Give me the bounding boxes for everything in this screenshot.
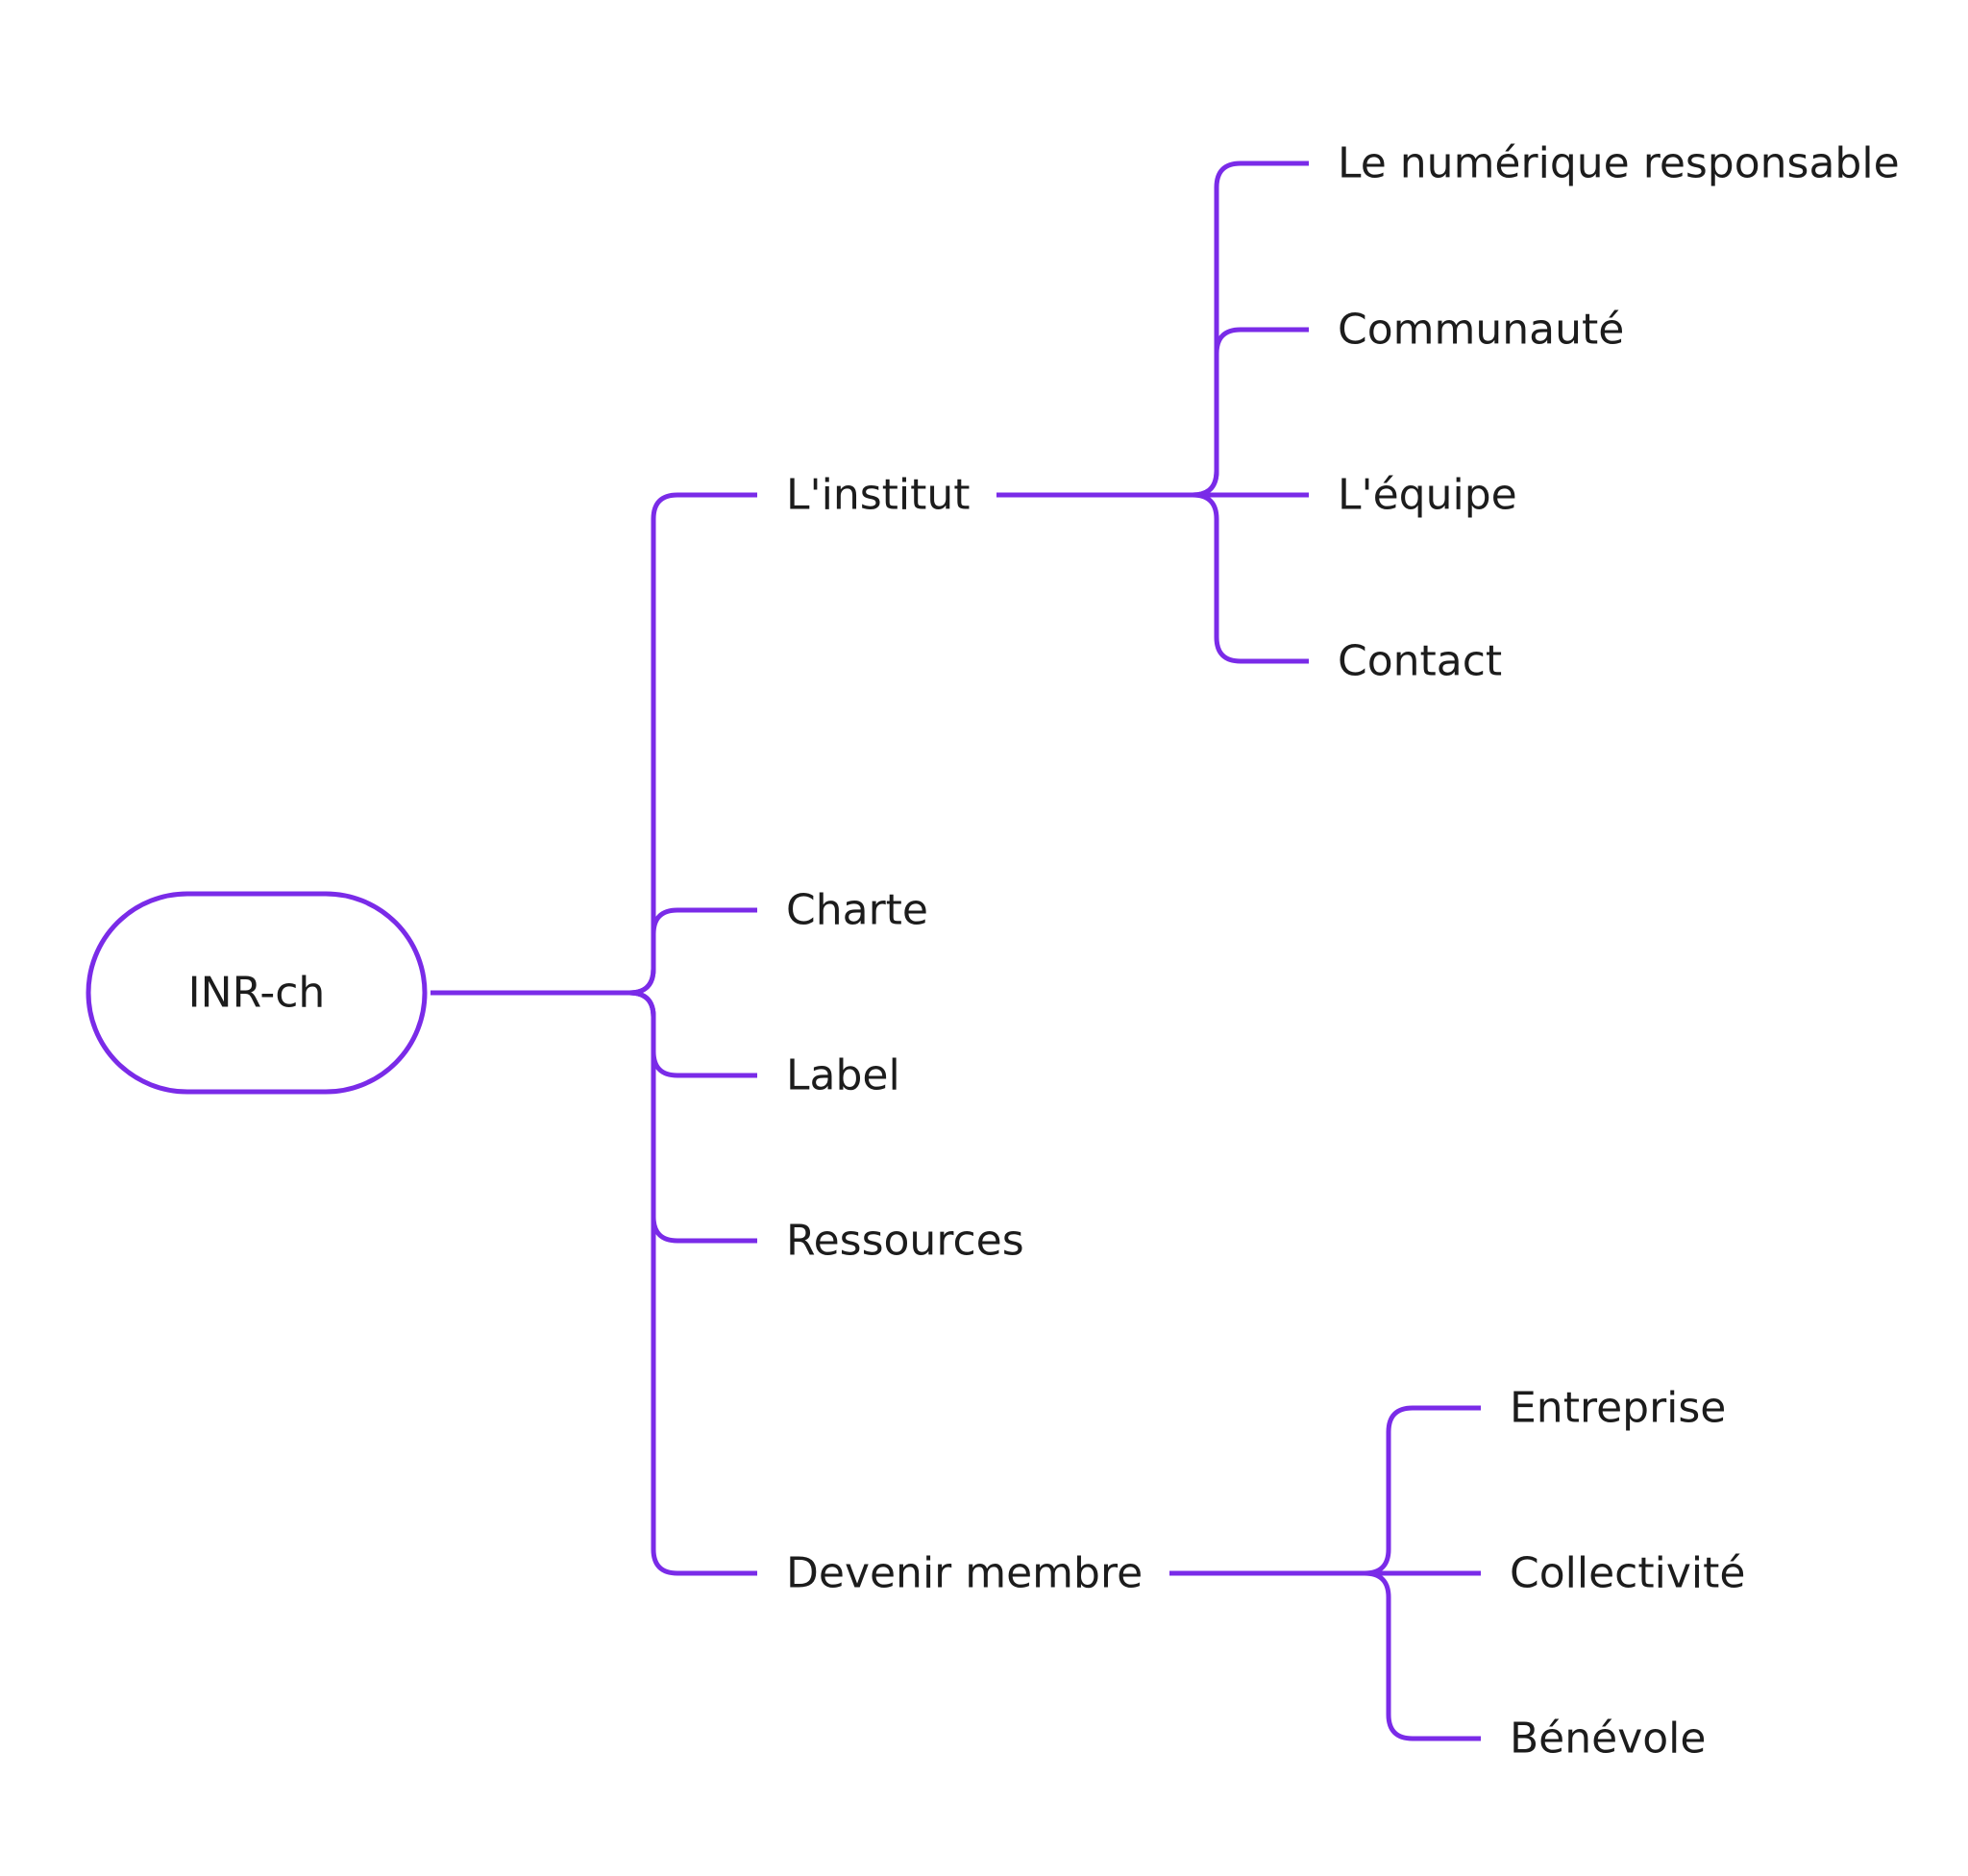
root-node[interactable]: INR-ch: [86, 891, 428, 1095]
connector-root-to-linstitut: [628, 492, 757, 996]
linstitut-children: Le numérique responsable Communauté L'éq…: [1338, 139, 1900, 686]
node-contact[interactable]: Contact: [1338, 637, 1502, 686]
connector-linstitut-to-communaute: [1192, 327, 1309, 498]
connector-root-to-ressources: [628, 990, 757, 1244]
node-devenir-membre[interactable]: Devenir membre: [786, 1549, 1143, 1598]
root-node-label: INR-ch: [188, 969, 326, 1018]
connector-linstitut-to-contact: [1192, 492, 1309, 664]
node-lequipe[interactable]: L'équipe: [1338, 471, 1517, 520]
node-communaute[interactable]: Communauté: [1338, 306, 1624, 355]
node-linstitut[interactable]: L'institut: [786, 471, 971, 520]
connectors: [430, 160, 1481, 1741]
node-entreprise[interactable]: Entreprise: [1510, 1384, 1726, 1433]
node-collectivite[interactable]: Collectivité: [1510, 1549, 1745, 1598]
devenir-membre-children: Entreprise Collectivité Bénévole: [1510, 1384, 1745, 1764]
connector-root-to-charte: [628, 907, 757, 996]
connector-devenir-to-entreprise: [1364, 1405, 1481, 1576]
level-1-nodes: L'institut Charte Label Ressources Deven…: [786, 471, 1143, 1598]
connector-devenir-to-benevole: [1364, 1570, 1481, 1741]
node-label[interactable]: Label: [786, 1051, 900, 1100]
connector-root-to-devenir-membre: [628, 990, 757, 1576]
connector-root-to-label: [628, 990, 757, 1078]
root-node-shape: [86, 891, 428, 1095]
node-ressources[interactable]: Ressources: [786, 1217, 1024, 1266]
node-benevole[interactable]: Bénévole: [1510, 1715, 1706, 1764]
node-numerique-responsable[interactable]: Le numérique responsable: [1338, 139, 1900, 188]
node-charte[interactable]: Charte: [786, 886, 928, 935]
